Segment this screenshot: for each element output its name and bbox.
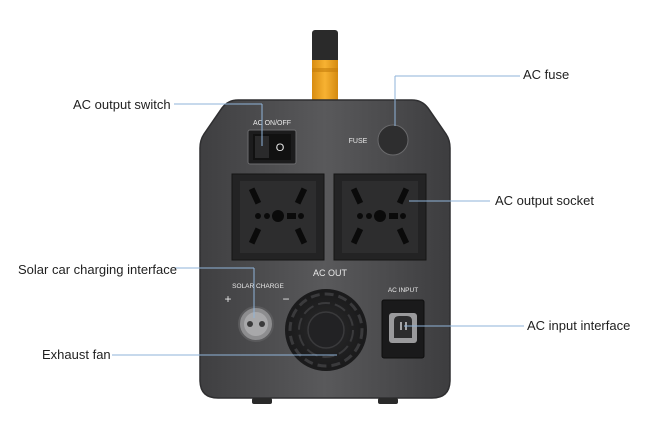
ac-socket-right[interactable] [333, 173, 427, 261]
solar-charge-label: SOLAR CHARGE [232, 283, 284, 290]
callout-ac-fuse: AC fuse [523, 67, 570, 82]
switch-off-mark: O [276, 142, 285, 154]
callout-exhaust-fan: Exhaust fan [42, 347, 111, 362]
callout-ac-output-switch: AC output switch [73, 97, 171, 112]
ac-input-label: AC INPUT [388, 287, 418, 294]
carry-handle [312, 30, 338, 100]
plus-sign: + [224, 292, 231, 306]
ac-out-label: AC OUT [313, 268, 348, 278]
exhaust-fan [285, 289, 367, 371]
minus-sign: − [282, 292, 289, 306]
ac-power-switch[interactable]: AC ON/OFF O [247, 120, 297, 165]
fuse-label: FUSE [349, 138, 368, 145]
callout-solar-car-charging: Solar car charging interface [18, 262, 177, 277]
switch-label: AC ON/OFF [253, 120, 291, 127]
callout-ac-output-socket: AC output socket [495, 193, 594, 208]
fuse-holder[interactable]: FUSE [349, 124, 409, 156]
callout-ac-input-interface: AC input interface [527, 318, 631, 333]
solar-charge-port[interactable]: SOLAR CHARGE + − [224, 283, 290, 342]
ac-socket-left[interactable] [231, 173, 325, 261]
leader-lines [112, 75, 524, 356]
ac-input-port[interactable]: AC INPUT [381, 287, 425, 359]
